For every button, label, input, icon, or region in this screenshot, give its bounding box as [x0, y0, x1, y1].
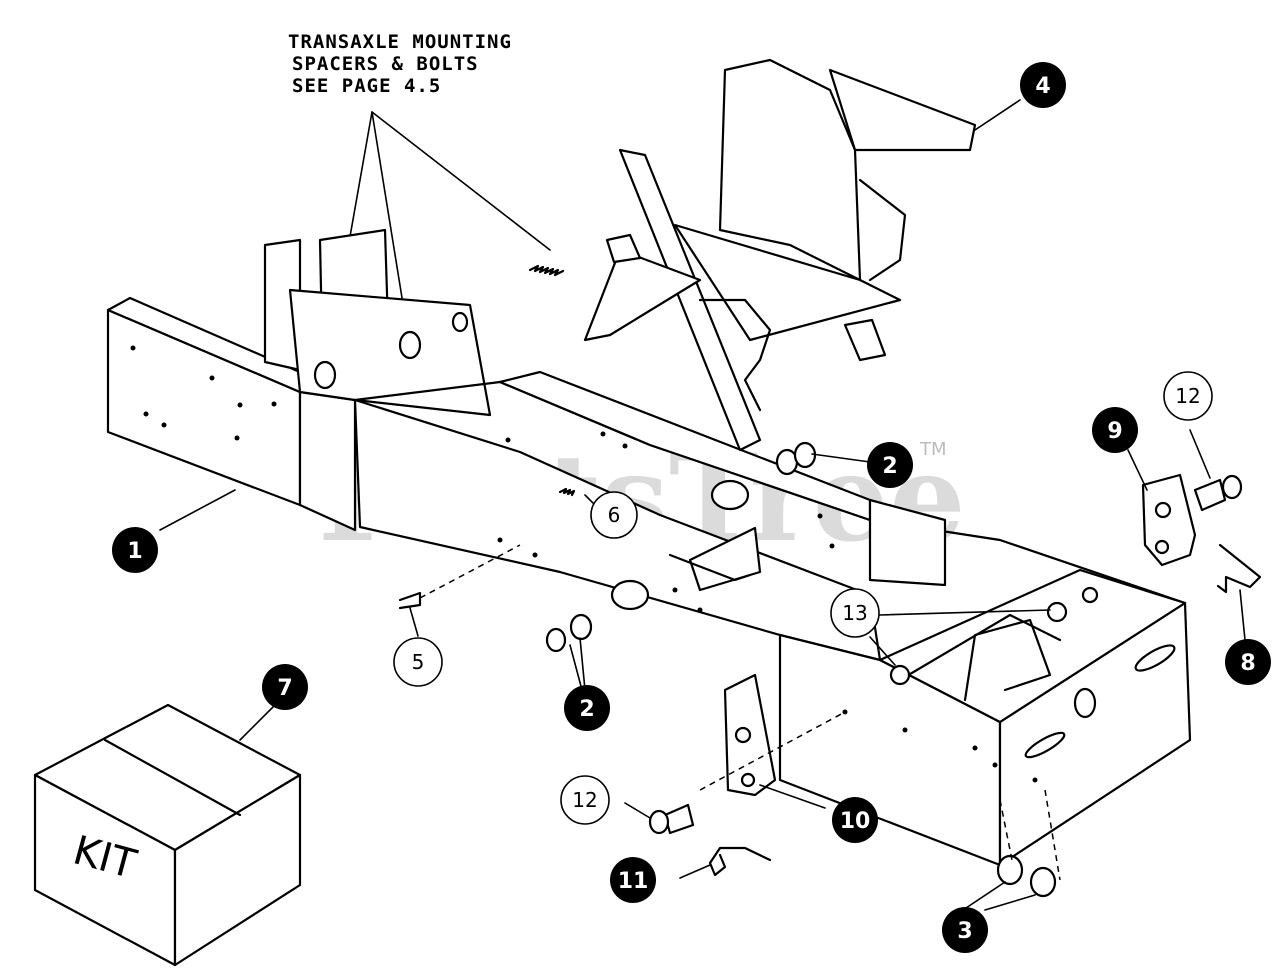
- callout-10: 10: [832, 797, 878, 843]
- callout-4: 4: [1020, 62, 1066, 108]
- svg-text:5: 5: [412, 650, 425, 674]
- callout-13: 13: [830, 588, 880, 638]
- watermark-trademark: TM: [919, 439, 947, 460]
- spacers-lower: [545, 613, 593, 691]
- callout-1: 1: [112, 527, 158, 573]
- bracket-10: [699, 673, 846, 809]
- svg-text:3: 3: [957, 919, 972, 944]
- svg-text:4: 4: [1035, 74, 1050, 99]
- spring-upper: [528, 264, 565, 277]
- bracket-9: [1127, 449, 1197, 567]
- svg-text:1: 1: [127, 539, 142, 564]
- seat-support: [583, 58, 977, 452]
- main-frame: [106, 228, 1192, 867]
- callout-7: 7: [262, 664, 308, 710]
- kit-box: KIT: [33, 703, 302, 967]
- callout-11: 11: [610, 857, 656, 903]
- callout-9: 9: [1092, 407, 1138, 453]
- svg-text:6: 6: [608, 503, 621, 527]
- callout-2-lower: 2: [564, 685, 610, 731]
- callout-leaders: [159, 99, 1021, 531]
- nuts-13: [869, 586, 1099, 686]
- note-line-3: SEE PAGE 4.5: [292, 75, 441, 97]
- svg-text:2: 2: [579, 697, 594, 722]
- svg-text:12: 12: [572, 788, 597, 812]
- spacers-upper: [775, 441, 871, 476]
- frame-holes: [130, 345, 1038, 783]
- callout-2-upper: 2: [867, 442, 913, 488]
- svg-text:2: 2: [882, 454, 897, 479]
- callout-8: 8: [1225, 639, 1271, 685]
- svg-text:8: 8: [1240, 651, 1255, 676]
- svg-text:12: 12: [1175, 384, 1200, 408]
- callout-12-upper: 12: [1163, 371, 1213, 421]
- callout-5: 5: [393, 637, 443, 687]
- note-line-1: TRANSAXLE MOUNTING: [288, 31, 512, 53]
- svg-text:11: 11: [618, 869, 649, 894]
- callout-12-lower: 12: [560, 775, 610, 825]
- hook-11: [679, 846, 772, 879]
- note-line-2: SPACERS & BOLTS: [292, 53, 479, 75]
- svg-text:13: 13: [842, 601, 867, 625]
- callout-3: 3: [942, 907, 988, 953]
- spacers-rear: [959, 789, 1061, 913]
- bolt-12-lower: [624, 802, 695, 835]
- bolt-5: [398, 544, 521, 637]
- callout-6: 6: [590, 491, 638, 539]
- svg-text:10: 10: [840, 809, 871, 834]
- transaxle-note: TRANSAXLE MOUNTING SPACERS & BOLTS SEE P…: [288, 31, 512, 97]
- svg-text:9: 9: [1107, 419, 1122, 444]
- bolt-12-upper: [1189, 429, 1243, 512]
- svg-text:7: 7: [277, 676, 292, 701]
- hook-8: [1216, 543, 1262, 641]
